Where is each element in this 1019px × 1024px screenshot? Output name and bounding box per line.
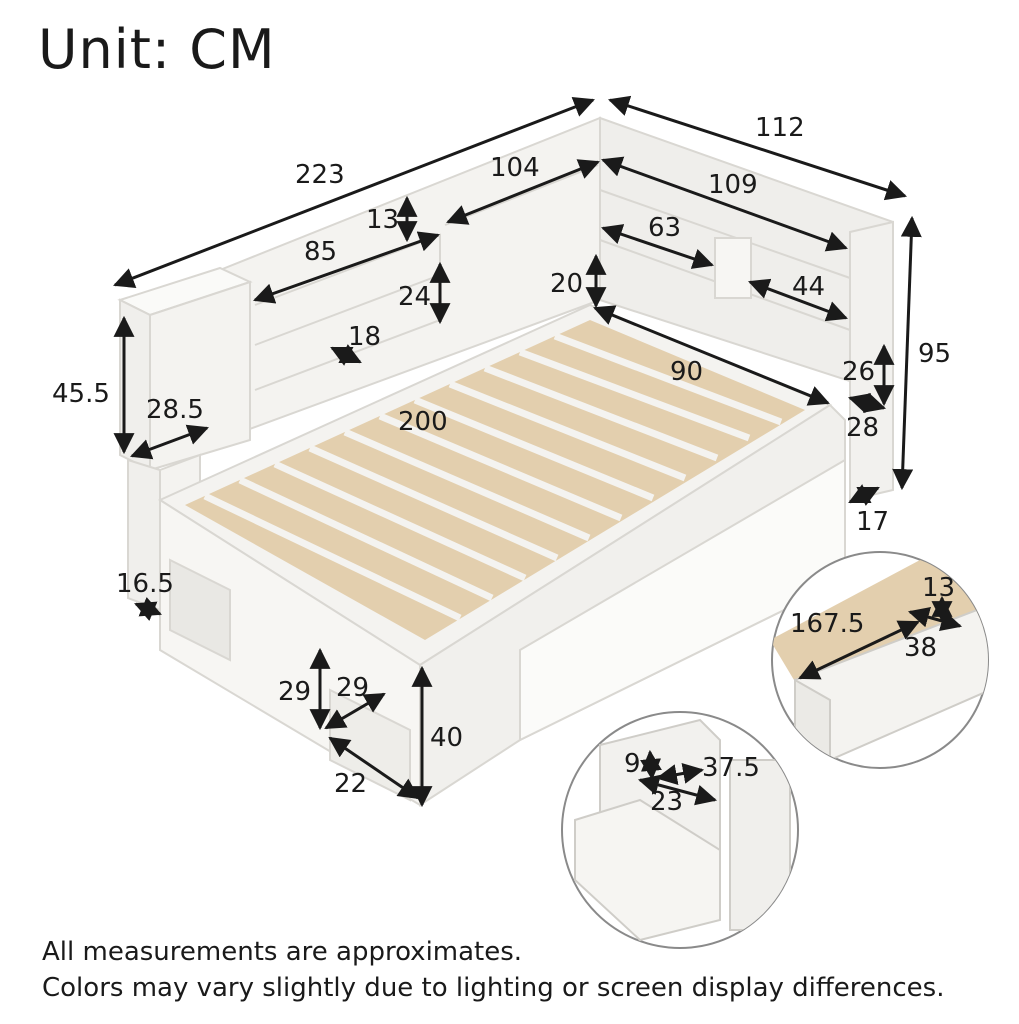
label-223: 223 [295,160,345,190]
label-23: 23 [650,787,683,817]
label-29a: 29 [278,677,311,707]
label-17: 17 [856,507,889,537]
label-63: 63 [648,213,681,243]
arrow-23 [637,774,718,806]
label-44: 44 [792,272,825,302]
arrow-28-5 [130,424,209,460]
arrow-28 [847,392,887,414]
arrow-104 [446,159,600,225]
arrow-167-5 [798,620,920,680]
arrow-38 [907,606,963,632]
arrow-22 [328,736,420,800]
label-90: 90 [670,357,703,387]
label-13a: 13 [366,205,399,235]
arrow-63 [601,224,714,269]
unit-title: Unit: CM [38,18,276,81]
label-16-5: 16.5 [116,569,174,599]
label-29b: 29 [336,673,369,703]
label-40: 40 [430,723,463,753]
label-200: 200 [398,407,448,437]
disclaimer-colors: Colors may vary slightly due to lighting… [42,973,945,1003]
label-167-5: 167.5 [790,609,864,639]
label-85: 85 [304,237,337,267]
label-28-5: 28.5 [146,395,204,425]
arrow-85 [253,231,440,304]
label-109: 109 [708,170,758,200]
label-112: 112 [755,113,805,143]
label-104: 104 [490,153,540,183]
arrow-223 [113,97,595,288]
label-18: 18 [348,322,381,352]
label-24: 24 [398,282,431,312]
arrow-44 [748,278,848,322]
label-38: 38 [904,633,937,663]
arrow-90 [593,305,830,406]
dimension-arrows [113,95,963,808]
label-9: 9 [624,749,641,779]
label-37-5: 37.5 [702,753,760,783]
nightstand-inset [561,711,799,949]
label-45-5: 45.5 [52,379,110,409]
slats [203,332,783,622]
arrow-18 [330,344,362,366]
label-20: 20 [550,269,583,299]
label-28: 28 [846,413,879,443]
label-26: 26 [842,357,875,387]
arrow-29b [324,692,386,730]
label-95: 95 [918,339,951,369]
arrow-9 [640,749,662,781]
drawer-inset [771,551,989,769]
arrow-16-5 [134,597,162,621]
dimension-labels: 223 112 104 109 13 85 63 24 20 44 95 18 … [52,113,955,817]
arrow-112 [608,95,907,201]
disclaimer-approximate: All measurements are approximates. [42,937,523,967]
label-13b: 13 [922,573,955,603]
arrow-17 [848,484,880,506]
arrow-95 [892,215,922,491]
bed-illustration [117,116,894,807]
label-22: 22 [334,769,367,799]
arrow-109 [601,156,848,252]
